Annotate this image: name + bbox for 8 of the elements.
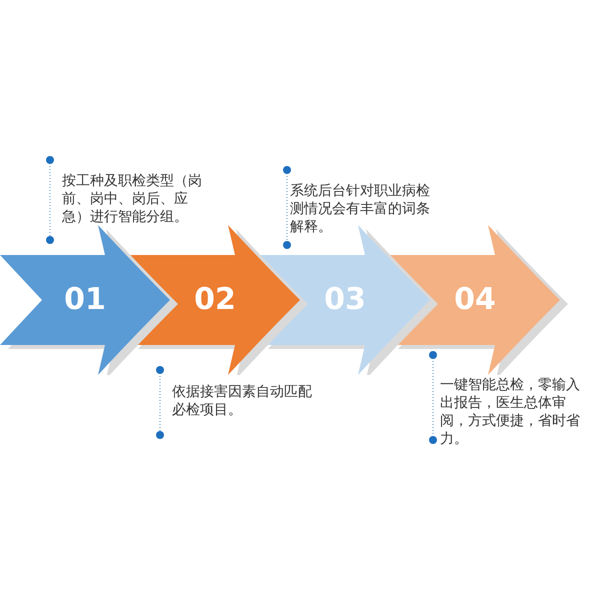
step-number: 03	[323, 282, 367, 317]
description-text: 系统后台针对职业病检测情况会有丰富的词条解释。	[290, 182, 431, 236]
step-number: 04	[453, 282, 497, 317]
description-text: 一键智能总检，零输入出报告，医生总体审阅，方式便捷，省时省力。	[440, 376, 581, 448]
step-number: 02	[193, 282, 237, 317]
step-number: 01	[63, 282, 107, 317]
description-text: 按工种及职检类型（岗前、岗中、岗后、应急）进行智能分组。	[62, 172, 203, 226]
description-text: 依据接害因素自动匹配必检项目。	[172, 383, 313, 419]
